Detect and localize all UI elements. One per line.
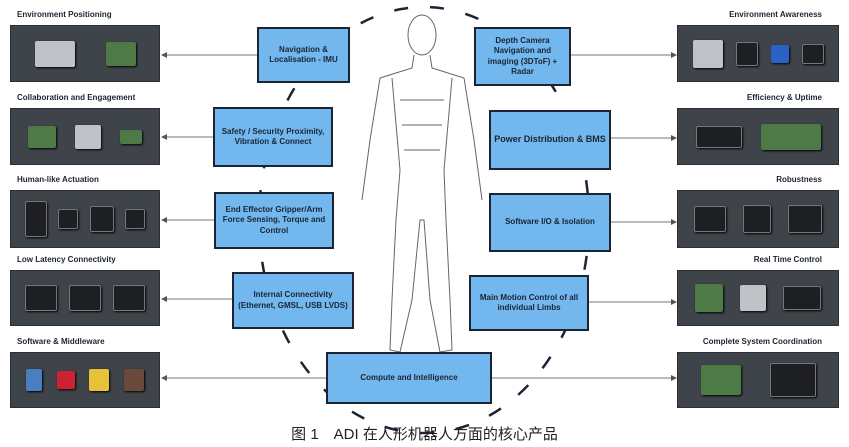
product-panel-environment-awareness: [677, 25, 839, 82]
product-panel-robustness: [677, 190, 839, 248]
product-panel-environment-positioning: [10, 25, 160, 82]
panel-label: Low Latency Connectivity: [17, 255, 116, 264]
box-software-io: Software I/O & Isolation: [489, 193, 611, 252]
box-depth-camera: Depth Camera Navigation and imaging (3DT…: [474, 27, 571, 86]
panel-label: Robustness: [776, 175, 822, 184]
panel-label: Collaboration and Engagement: [17, 93, 136, 102]
figure-caption: 图 1 ADI 在人形机器人方面的核心产品: [291, 426, 558, 443]
product-panel-realtime: [677, 270, 839, 326]
panel-label: Real Time Control: [753, 255, 822, 264]
box-power: Power Distribution & BMS: [489, 110, 611, 170]
panel-label: Efficiency & Uptime: [746, 93, 822, 102]
box-safety: Safety / Security Proximity, Vibration &…: [213, 107, 333, 167]
panel-label: Complete System Coordination: [702, 337, 822, 346]
robot-figure: [361, 14, 483, 353]
product-panel-collaboration: [10, 108, 160, 165]
panel-label: Software & Middleware: [17, 337, 105, 346]
panel-label: Human-like Actuation: [17, 175, 99, 184]
panel-label: Environment Positioning: [17, 10, 112, 19]
box-motion-control: Main Motion Control of all individual Li…: [469, 275, 589, 331]
box-compute: Compute and Intelligence: [326, 352, 492, 404]
box-navigation: Navigation & Localisation - IMU: [257, 27, 350, 83]
panel-label: Environment Awareness: [729, 10, 822, 19]
product-panel-system-coordination: [677, 352, 839, 408]
product-panel-actuation: [10, 190, 160, 248]
product-panel-efficiency: [677, 108, 839, 165]
product-panel-connectivity: [10, 270, 160, 326]
box-end-effector: End Effector Gripper/Arm Force Sensing, …: [214, 192, 334, 249]
box-internal-connectivity: Internal Connectivity (Ethernet, GMSL, U…: [232, 272, 354, 329]
product-panel-software: [10, 352, 160, 408]
